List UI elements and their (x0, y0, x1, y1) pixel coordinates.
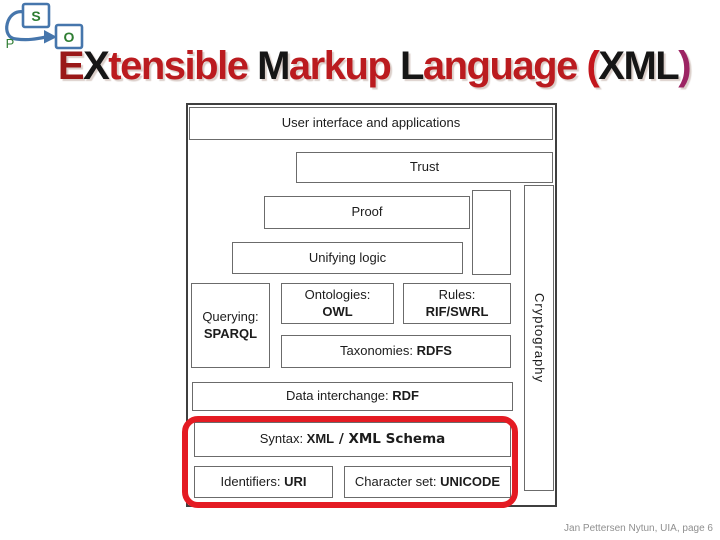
layer-label: User interface and applications (281, 115, 461, 131)
slide-footer: Jan Pettersen Nytun, UIA, page 6 (564, 523, 713, 534)
layer-label: Data interchange: (286, 388, 393, 404)
layer-value: URI (284, 473, 307, 489)
title-segment: tensible (108, 44, 258, 88)
xml-highlight-box (182, 416, 518, 508)
layer-value: RDF (392, 388, 419, 404)
layer-value: XML (306, 431, 335, 447)
layer-taxonomies-rdfs: Taxonomies: RDFS (281, 335, 511, 368)
title-segment: L (399, 44, 424, 88)
layer-identifiers-uri: Identifiers: URI (194, 466, 333, 498)
title-segment: anguage (422, 44, 587, 88)
layer-rules-rif-swrl: Rules: RIF/SWRL (403, 283, 511, 324)
xml-schema-annotation: / XML Schema (334, 431, 446, 448)
title-segment: X (83, 44, 110, 88)
title-segment: arkup (288, 44, 400, 88)
layer-value: SPARQL (203, 325, 258, 341)
subject-letter: S (31, 8, 40, 24)
layer-trust: Trust (296, 152, 553, 183)
layer-value: RDFS (416, 343, 452, 359)
layer-label: Taxonomies: (340, 343, 417, 359)
unlabeled-strip (472, 190, 511, 275)
predicate-arrow (5, 10, 48, 42)
title-segment: XML (598, 44, 679, 88)
layer-label: Ontologies: (304, 287, 371, 303)
layer-value: RIF/SWRL (425, 303, 489, 319)
layer-syntax-xml: Syntax: XML / XML Schema (194, 422, 511, 457)
layer-character-set-unicode: Character set: UNICODE (344, 466, 511, 498)
layer-unifying-logic: Unifying logic (232, 242, 463, 274)
layer-label: Character set: (354, 473, 441, 489)
subject-box (21, 2, 51, 29)
object-letter: O (64, 29, 75, 45)
layer-label: Syntax: (259, 431, 307, 447)
layer-cryptography: Cryptography (524, 185, 554, 491)
layer-label: Trust (409, 159, 440, 175)
predicate-arrowhead (44, 30, 57, 44)
semantic-web-stack-diagram: User interface and applications Trust Pr… (182, 103, 557, 508)
layer-data-interchange-rdf: Data interchange: RDF (192, 382, 513, 411)
layer-value: UNICODE (440, 473, 501, 489)
predicate-letter: P (6, 36, 15, 51)
spo-triple-icon: S O P (5, 2, 84, 51)
layer-label: Proof (351, 204, 383, 220)
object-box (54, 23, 84, 50)
layer-ontologies-owl: Ontologies: OWL (281, 283, 394, 324)
layer-querying-sparql: Querying: SPARQL (191, 283, 270, 368)
layer-label: Querying: (202, 309, 259, 325)
layer-label: Identifiers: (220, 473, 285, 489)
title-segment: E (57, 44, 85, 88)
layer-user-interface: User interface and applications (189, 107, 553, 140)
slide-title: EXtensible Markup Language (XML) (0, 44, 720, 98)
title-segment: ( (586, 44, 599, 88)
title-segment: M (257, 44, 290, 88)
title-segment: ) (678, 44, 691, 88)
layer-label: Unifying logic (308, 249, 387, 265)
layer-label: Rules: (438, 287, 476, 303)
layer-label: Cryptography (532, 292, 548, 384)
layer-proof: Proof (264, 196, 470, 229)
layer-value: OWL (322, 303, 353, 319)
